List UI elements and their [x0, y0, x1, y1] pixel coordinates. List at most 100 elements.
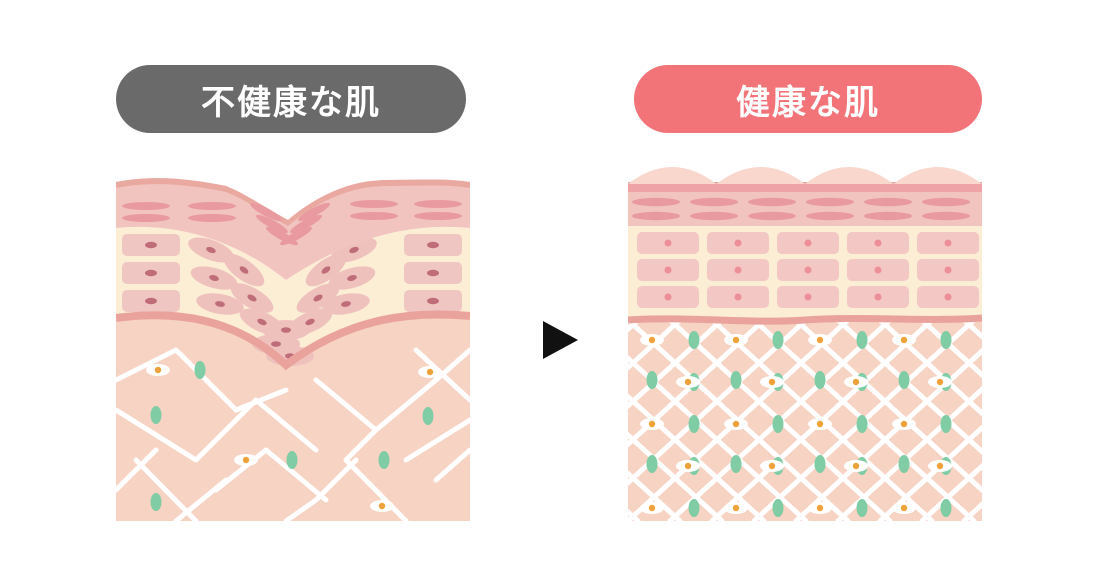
fibroblast [286, 451, 298, 469]
basement-membrane [116, 310, 470, 371]
horny-cell [806, 197, 854, 207]
horny-layer [628, 188, 982, 226]
horny-cell [632, 197, 680, 207]
cell-nucleus [427, 297, 439, 305]
surface-bumps [628, 167, 982, 184]
dermal-cell-nucleus [648, 504, 656, 512]
fibroblast [898, 455, 910, 473]
fibroblast [856, 499, 868, 517]
fibroblast [730, 371, 742, 389]
dermal-cell-nucleus [936, 462, 944, 470]
collagen-fiber [173, 347, 239, 413]
collagen-fiber [433, 347, 470, 383]
collagen-fiber [403, 417, 470, 463]
surface-bump [628, 167, 717, 184]
dermal-cell-nucleus [648, 336, 656, 344]
triangle-right-icon [543, 321, 578, 359]
fibroblast [940, 331, 952, 349]
dermal-cell-nucleus [242, 456, 250, 464]
surface-bump [893, 167, 982, 184]
horny-cell [864, 197, 912, 207]
collagen-fiber [116, 347, 179, 383]
cell-nucleus [804, 293, 812, 301]
horny-cell [922, 197, 970, 207]
dermal-cell-nucleus [684, 378, 692, 386]
horny-cell [188, 202, 236, 210]
collagen-fiber [877, 317, 982, 417]
dermal-cell-nucleus [900, 420, 908, 428]
healthy-skin-illustration [628, 167, 982, 521]
dermal-cell-nucleus [732, 420, 740, 428]
fibroblast [814, 455, 826, 473]
dermal-cell-nucleus [900, 336, 908, 344]
collagen-fiber [283, 497, 319, 521]
dermal-cell-nucleus [154, 366, 162, 374]
dermal-cell-nucleus [936, 378, 944, 386]
dermal-cell-nucleus [816, 336, 824, 344]
collagen-fiber [116, 447, 159, 493]
cell-nucleus [281, 327, 291, 333]
horny-cell [289, 214, 323, 234]
dermal-cell-nucleus [732, 504, 740, 512]
cell-nucleus [874, 266, 882, 274]
fibroblast [150, 493, 162, 511]
fibroblast [688, 499, 700, 517]
cell-nucleus [874, 239, 882, 247]
collagen-fiber [919, 317, 982, 379]
collagen-fiber [173, 477, 229, 521]
fibroblast [646, 371, 658, 389]
cell-nucleus [145, 241, 157, 249]
cell-nucleus [341, 301, 351, 307]
fibroblast [422, 407, 434, 425]
collagen-fiber [373, 377, 439, 433]
cell-nucleus [349, 246, 359, 254]
cell-nucleus [664, 293, 672, 301]
cell-nucleus [215, 301, 225, 307]
horny-cells [632, 197, 970, 221]
epidermal-cells [637, 232, 979, 308]
dermal-cell-nucleus [684, 462, 692, 470]
dermis-layer [628, 318, 982, 521]
cell-nucleus [247, 294, 257, 302]
collagen-fiber [343, 427, 379, 463]
horny-cell [806, 211, 854, 221]
collagen-fiber [116, 407, 199, 463]
dermal-cells [146, 364, 442, 512]
horny-cell [297, 202, 331, 222]
dermal-cell-nucleus [378, 502, 386, 510]
collagen-fiber [193, 397, 259, 463]
horny-cell [690, 211, 738, 221]
fibroblast [150, 406, 162, 424]
unhealthy-skin-label-text: 不健康な肌 [201, 82, 381, 123]
horny-cell [122, 202, 170, 210]
horny-cell [279, 226, 313, 246]
fibroblast [772, 415, 784, 433]
dermal-cell-nucleus [852, 378, 860, 386]
fibroblast [940, 499, 952, 517]
healthy-skin-label: 健康な肌 [634, 65, 982, 133]
fibroblast [772, 331, 784, 349]
fibroblast [856, 331, 868, 349]
cell-nucleus [209, 274, 219, 282]
fibroblast [814, 371, 826, 389]
fibroblast [378, 451, 390, 469]
horny-cell [350, 200, 398, 208]
cell-nucleus [145, 297, 157, 305]
collagen-fiber [233, 387, 289, 413]
horny-cells [122, 200, 462, 246]
horny-cell [632, 211, 680, 221]
collagen-fiber [433, 447, 470, 483]
dermal-cell-nucleus [732, 336, 740, 344]
collagen-fiber [628, 317, 683, 371]
collagen-fiber [253, 397, 319, 453]
dermal-cell-nucleus [816, 420, 824, 428]
cell-nucleus [313, 294, 323, 302]
surface-bump [805, 167, 894, 184]
horny-cell [414, 212, 462, 220]
dermal-cell-nucleus [816, 504, 824, 512]
collagen-fiber [313, 377, 379, 433]
fibroblast [940, 415, 952, 433]
horny-cell [122, 214, 170, 222]
horny-cell [414, 200, 462, 208]
collagen-fiber [313, 457, 359, 503]
